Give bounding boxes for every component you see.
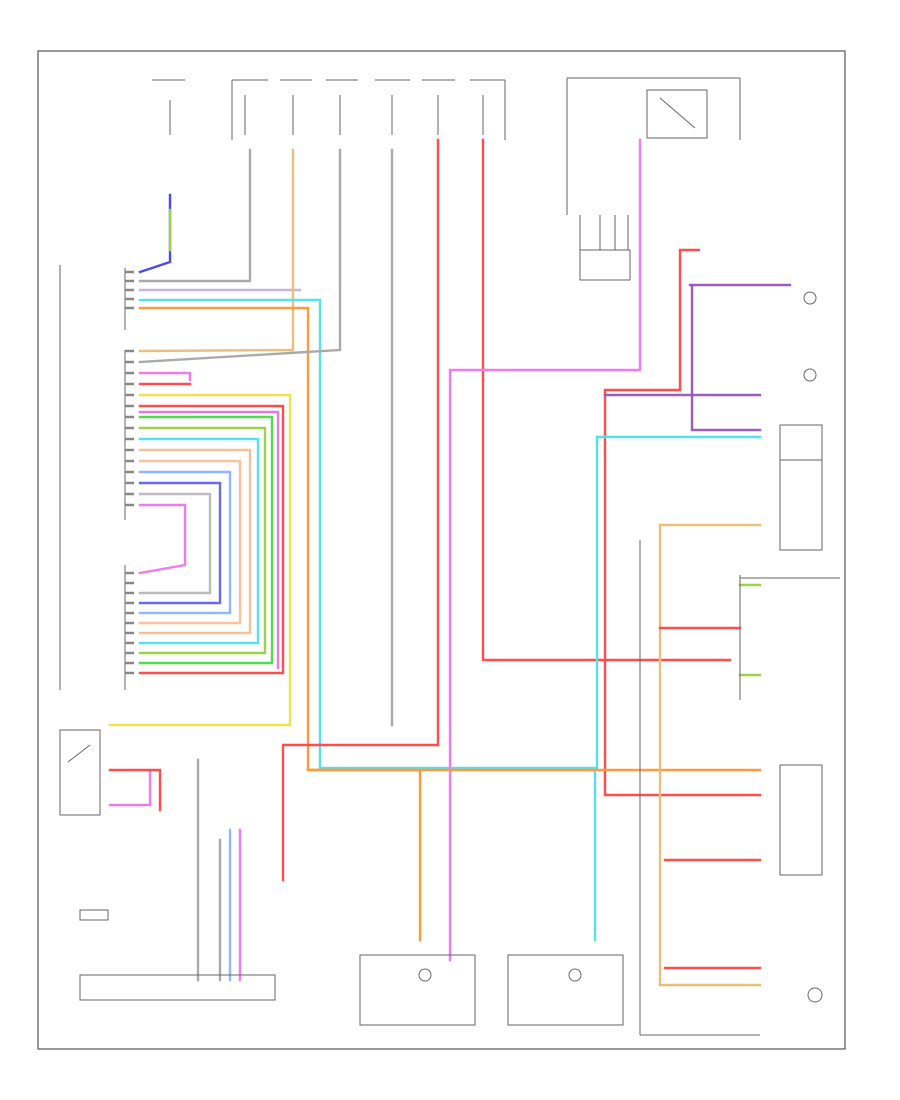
- left-rear-lamp: [779, 764, 823, 876]
- pin-markers: [125, 270, 134, 675]
- right-rear-lamp-upper: [779, 424, 823, 551]
- wire-loop-red: [138, 404, 285, 675]
- license-lamp-right: [803, 291, 817, 305]
- wire-loop-lime: [138, 426, 267, 655]
- license-lamp-left: [803, 368, 817, 382]
- wire-loop-lightblue: [138, 470, 232, 615]
- combination-meter-icon: [79, 909, 109, 921]
- wire-cyan-upper: [138, 298, 597, 942]
- wire-loop-cyan: [138, 437, 260, 645]
- wire-hazard-red: [108, 768, 162, 812]
- wire-red-fuse6: [481, 138, 732, 662]
- right-front-lamp: [359, 954, 476, 1026]
- wire-red-fuse5: [281, 138, 440, 882]
- hazard-switch: [59, 729, 101, 816]
- wire-loop-yellow: [108, 393, 292, 727]
- component-boxes: [59, 215, 840, 1036]
- wire-tan-fuse2: [138, 148, 295, 353]
- wire-loop-green: [138, 415, 274, 665]
- wire-purple-license: [690, 283, 762, 432]
- left-front-lamp: [507, 954, 624, 1026]
- power-sources: [152, 79, 506, 140]
- wire-loop-peach: [138, 459, 242, 625]
- wire-loop-gray: [138, 492, 212, 595]
- ipdm-block: [566, 77, 741, 215]
- wire-loop-pink: [138, 503, 187, 575]
- wire-blue-battery: [138, 193, 172, 274]
- wire-hazard-pink: [108, 770, 152, 807]
- wire-loop-blue: [138, 481, 222, 605]
- stereo-meter-control-unit: [79, 974, 276, 1001]
- wire-pink-main: [448, 138, 642, 962]
- wire-loop-purple: [138, 410, 280, 670]
- diagram-frame: [37, 50, 846, 1050]
- wire-loop-tan: [138, 448, 252, 635]
- left-connector-block: [59, 265, 134, 690]
- high-mount-stop-lamp: [807, 987, 823, 1003]
- wires: [108, 138, 792, 987]
